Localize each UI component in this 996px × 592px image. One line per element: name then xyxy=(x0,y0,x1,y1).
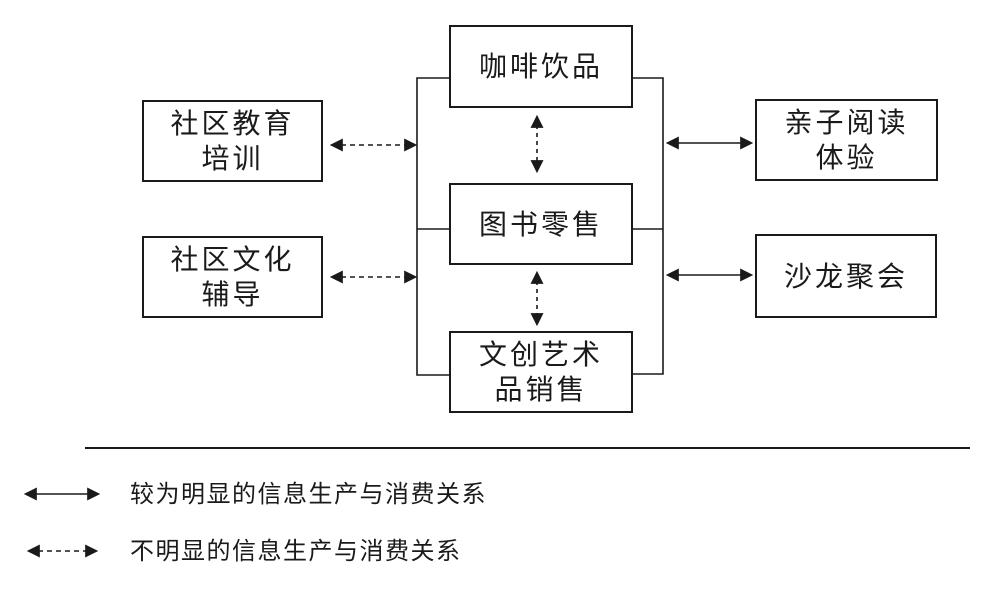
node-parent-child-reading: 亲子阅读 体验 xyxy=(755,99,938,181)
node-community-education-training: 社区教育 培训 xyxy=(142,100,323,182)
node-cultural-art-sales: 文创艺术 品销售 xyxy=(449,331,633,413)
legend-label-obvious-relation: 较为明显的信息生产与消费关系 xyxy=(130,480,487,508)
bracket-right xyxy=(633,77,664,375)
node-community-culture-tutoring: 社区文化 辅导 xyxy=(142,236,323,318)
node-salon-gathering: 沙龙聚会 xyxy=(755,234,937,318)
bracket-left xyxy=(416,77,449,376)
node-coffee-beverages: 咖啡饮品 xyxy=(449,25,633,108)
node-book-retail: 图书零售 xyxy=(449,183,633,265)
legend-label-unobvious-relation: 不明显的信息生产与消费关系 xyxy=(130,537,462,565)
